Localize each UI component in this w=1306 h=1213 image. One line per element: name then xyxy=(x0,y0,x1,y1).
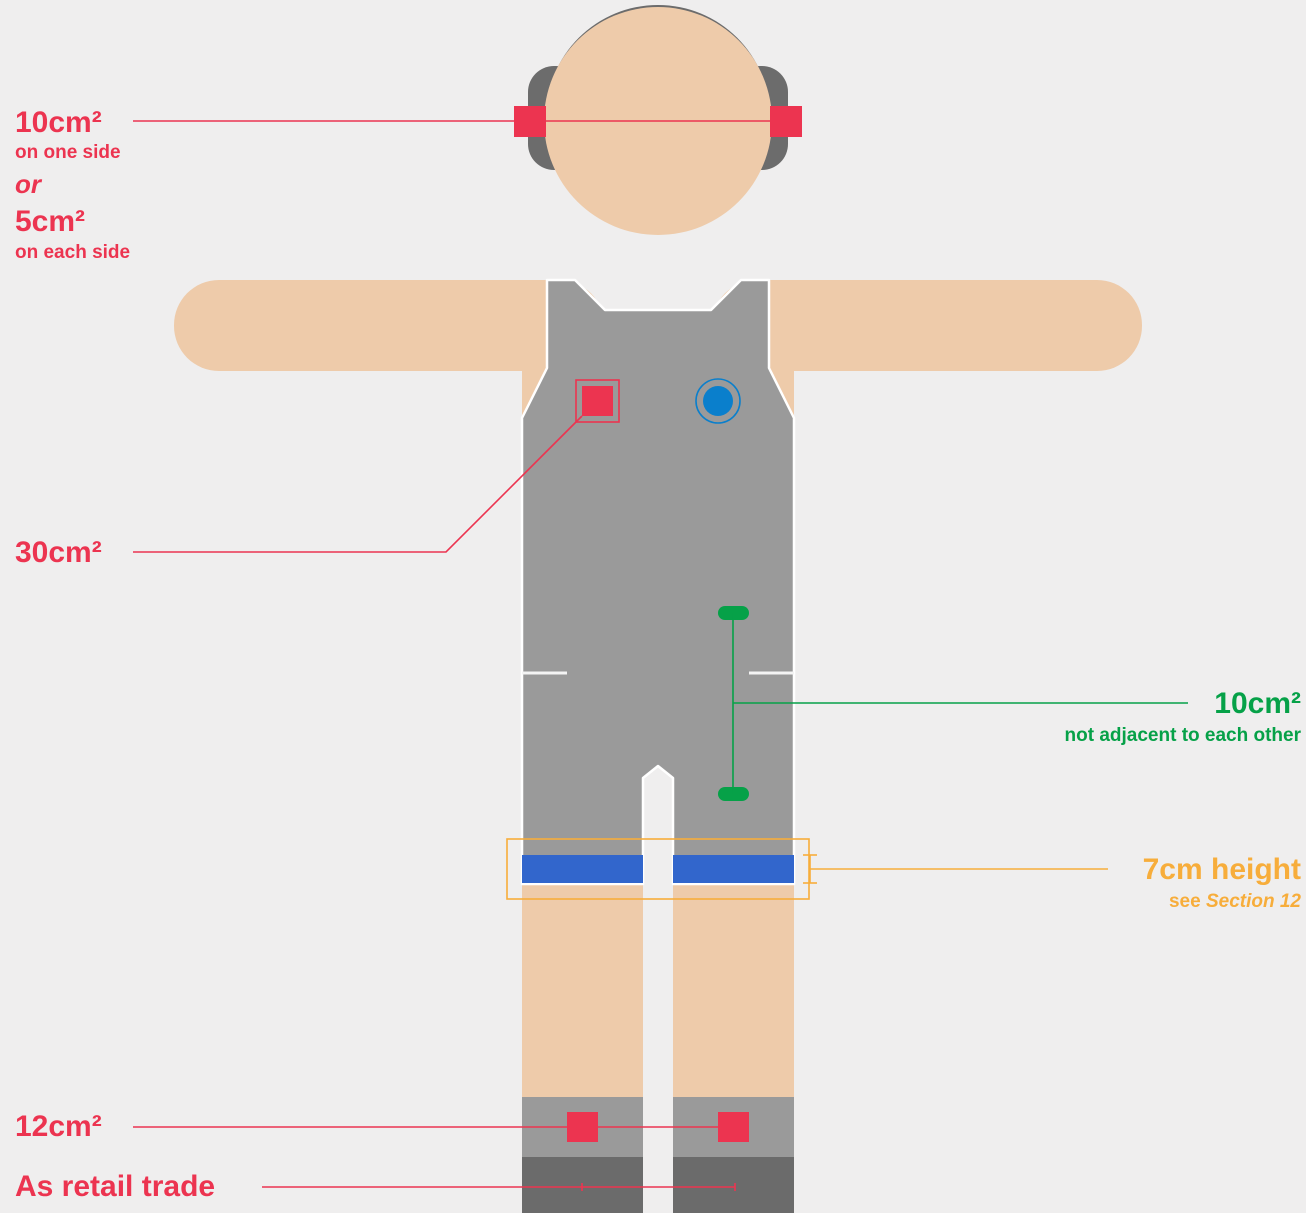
headgear-alt-size-label: 5cm² xyxy=(15,207,85,237)
left-leg-band xyxy=(522,855,643,883)
singlet xyxy=(522,280,794,884)
hip-size-label: 10cm² xyxy=(1214,689,1301,719)
headgear-or-label: or xyxy=(15,171,41,197)
chest-size-label: 30cm² xyxy=(15,538,102,568)
right-arm xyxy=(712,280,1142,371)
right-leg-band xyxy=(673,855,794,883)
left-arm xyxy=(174,280,604,371)
headgear-note-one-side: on one side xyxy=(15,143,121,162)
band-see-word: see xyxy=(1169,891,1201,912)
left-thigh xyxy=(522,880,643,1105)
chest-leader-line xyxy=(133,416,582,552)
band-size-label: 7cm height xyxy=(1143,855,1301,885)
headgear-size-label: 10cm² xyxy=(15,108,102,138)
hip-note-label: not adjacent to each other xyxy=(1065,726,1301,745)
right-shoe xyxy=(673,1157,794,1213)
right-thigh xyxy=(673,880,794,1105)
badge xyxy=(703,386,733,416)
headgear-note-each-side: on each side xyxy=(15,243,130,262)
sock-size-label: 12cm² xyxy=(15,1112,102,1142)
right-sock-logo xyxy=(718,1112,749,1142)
band-see-section: see Section 12 xyxy=(1169,892,1301,911)
band-section-ref: Section 12 xyxy=(1206,891,1301,912)
shoe-label: As retail trade xyxy=(15,1172,215,1202)
chest-logo xyxy=(582,386,613,416)
